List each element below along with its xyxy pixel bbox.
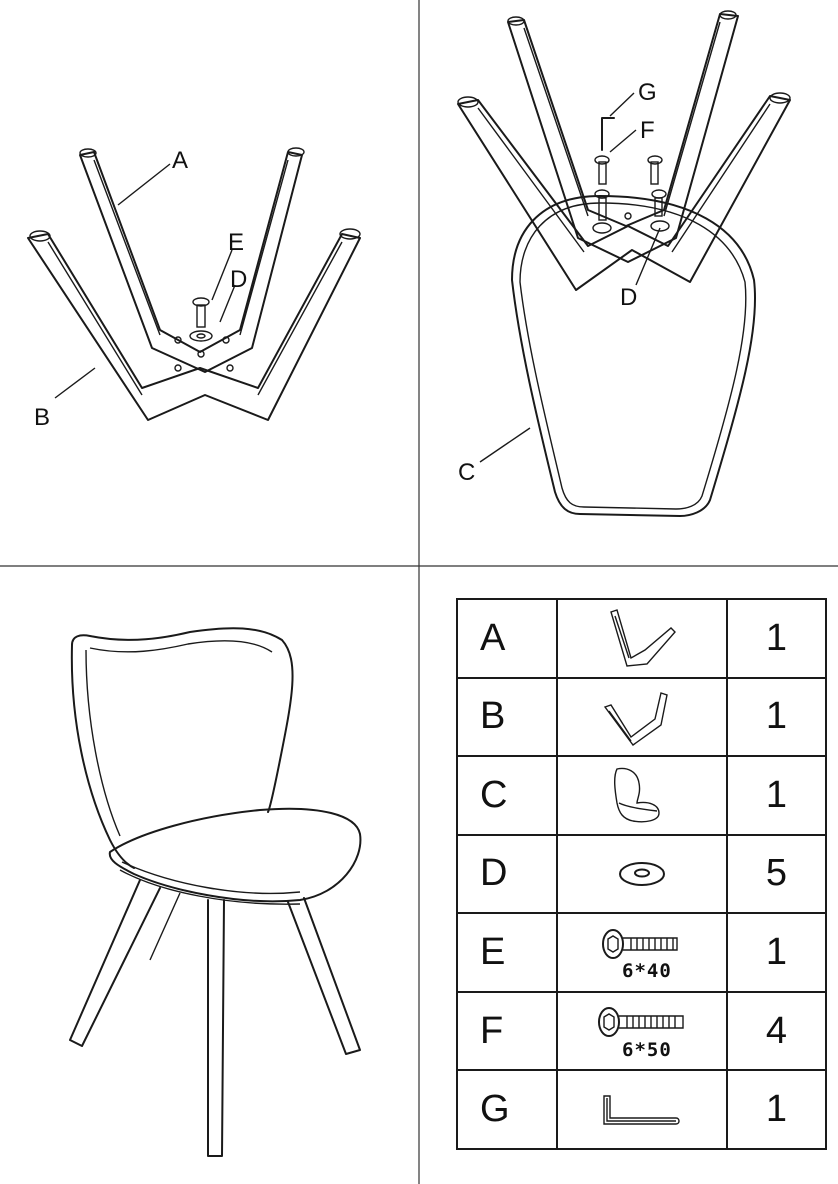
part-quantity: 1	[726, 912, 827, 993]
part-letter: F	[456, 990, 558, 1072]
label-g: G	[638, 79, 657, 106]
part-quantity: 1	[726, 755, 827, 836]
part-picture	[556, 755, 728, 836]
leg-frame-a-icon	[610, 609, 676, 668]
step1-leg-frames: A B E D	[27, 147, 361, 431]
label-f: F	[640, 117, 655, 144]
part-picture	[556, 1069, 728, 1150]
label-d: D	[230, 266, 247, 293]
leg-frame-b	[27, 228, 361, 421]
part-letter: C	[456, 755, 558, 836]
part-letter: D	[456, 833, 558, 915]
part-quantity: 1	[726, 598, 827, 679]
step3-finished-chair	[69, 627, 362, 1157]
table-row: B 1	[456, 676, 827, 758]
allen-key-icon	[603, 1094, 680, 1125]
part-quantity: 1	[726, 676, 827, 758]
label-b: B	[34, 404, 50, 431]
label-a: A	[172, 147, 188, 174]
part-letter: B	[456, 676, 558, 758]
part-picture: 6*50	[556, 990, 728, 1072]
leg-frame-a	[79, 147, 305, 373]
table-row: D 5	[456, 833, 827, 915]
bolt-size-label: 6*50	[622, 1038, 672, 1061]
bolt-size-label: 6*40	[622, 960, 672, 983]
step2-seat-assembly: G F D C	[457, 10, 791, 517]
table-row: G 1	[456, 1069, 827, 1150]
inverted-leg-frames	[457, 10, 791, 291]
table-row: E 6*40 1	[456, 912, 827, 993]
center-bolt-e	[174, 297, 234, 372]
leg-frame-b-icon	[603, 691, 668, 746]
part-picture	[556, 598, 728, 679]
seat-shell-icon	[614, 768, 660, 823]
part-quantity: 5	[726, 833, 827, 915]
table-row: F 6*50 4	[456, 990, 827, 1072]
part-letter: E	[456, 912, 558, 993]
part-letter: G	[456, 1069, 558, 1150]
label-c: C	[458, 459, 475, 486]
part-picture: 6*40	[556, 912, 728, 993]
bolt-icon	[598, 1007, 684, 1038]
table-row: A 1	[456, 598, 827, 679]
table-row: C 1	[456, 755, 827, 836]
part-picture	[556, 833, 728, 915]
bolt-icon	[602, 928, 678, 959]
seat-shell-c	[511, 195, 757, 517]
washer-icon	[619, 861, 665, 886]
part-letter: A	[456, 598, 558, 679]
part-picture	[556, 676, 728, 758]
part-quantity: 4	[726, 990, 827, 1072]
part-quantity: 1	[726, 1069, 827, 1150]
bolts-f-and-key-g	[592, 117, 670, 234]
parts-list-table: A 1 B 1 C	[456, 598, 827, 1150]
label-d2: D	[620, 284, 637, 311]
label-e: E	[228, 229, 244, 256]
